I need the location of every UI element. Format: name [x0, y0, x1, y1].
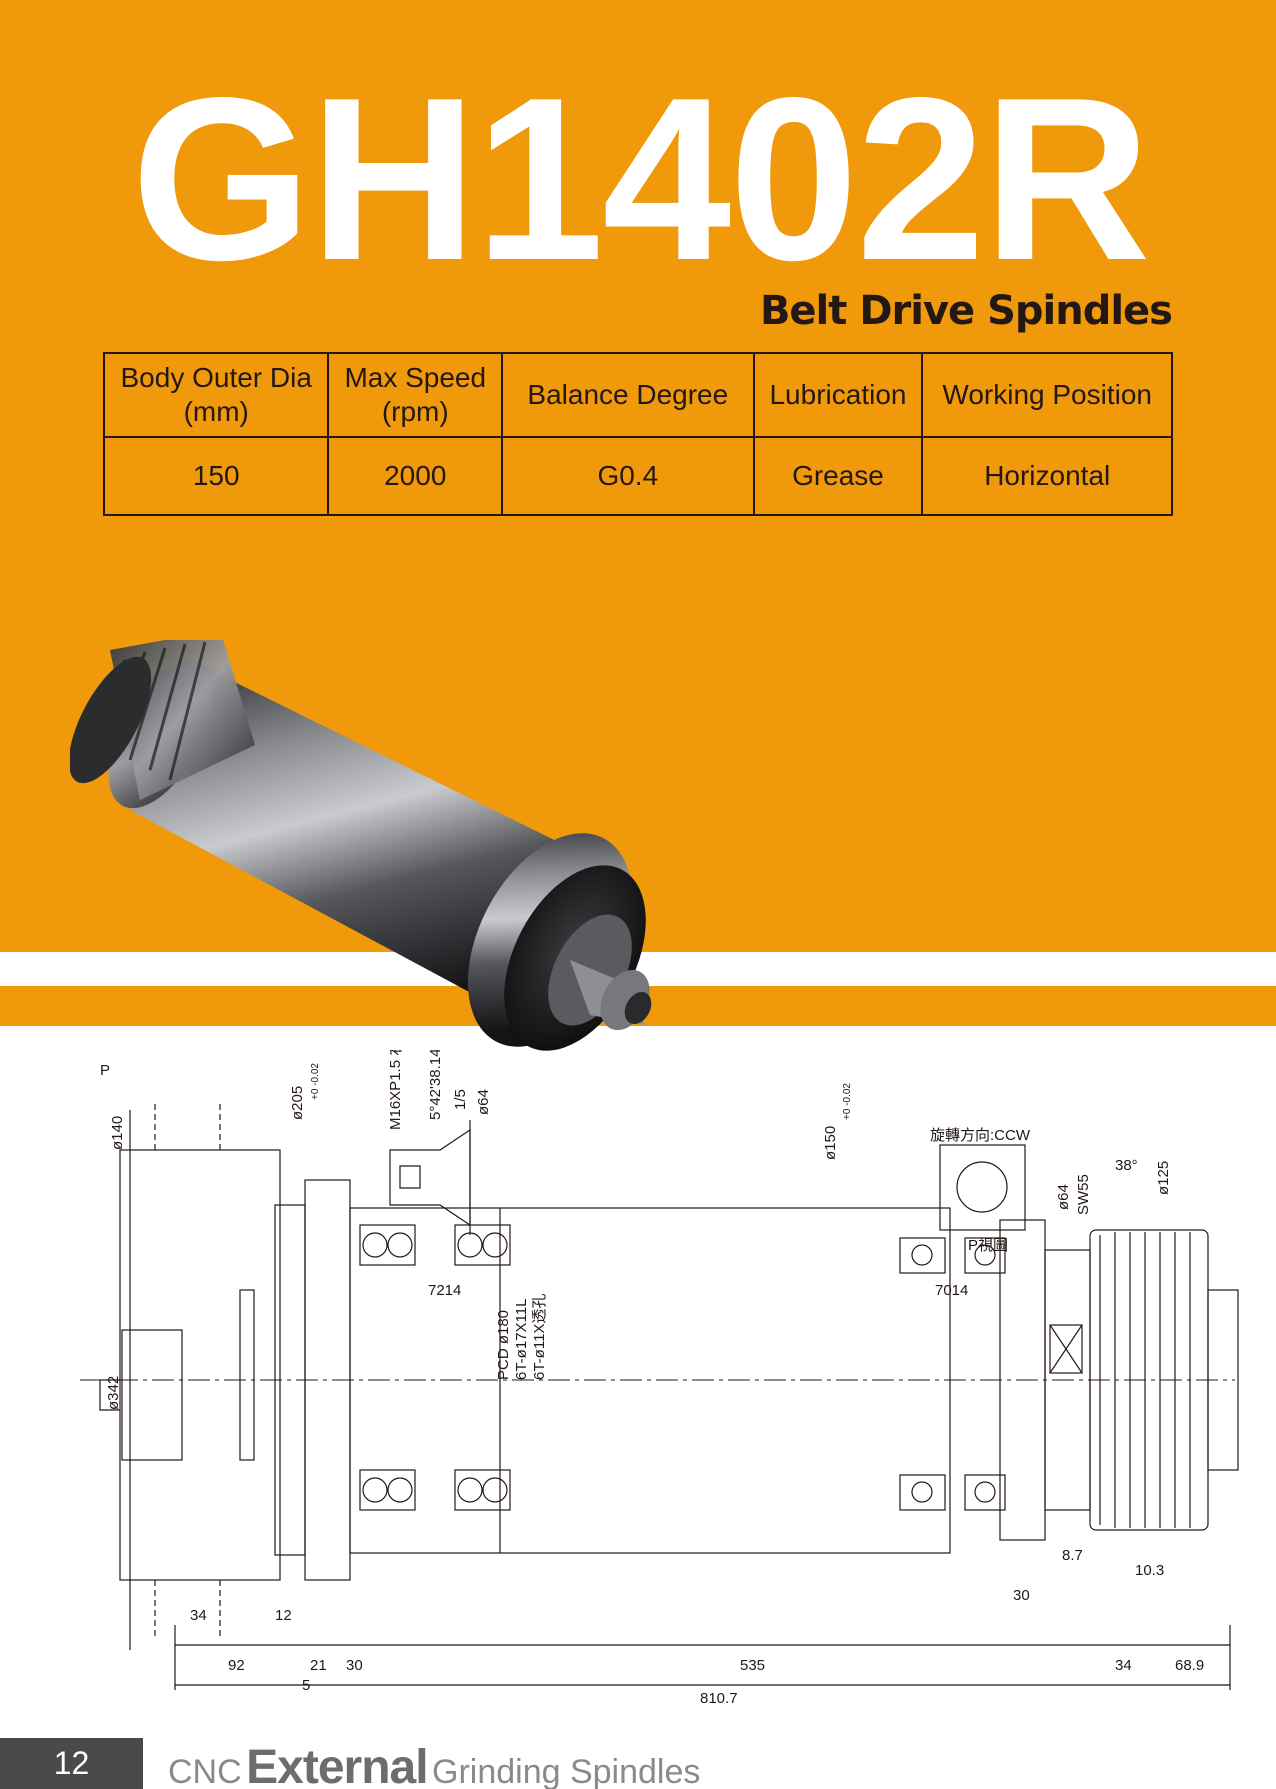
value-balance: G0.4 [501, 436, 755, 516]
d205-tol: +0 -0.02 [310, 1063, 321, 1100]
front-bearings [359, 1224, 511, 1511]
pcd-line2: 6T-ø17X11L [513, 1299, 530, 1380]
d64-label: ø64 [1055, 1184, 1072, 1210]
main-body-outline [349, 1207, 951, 1554]
model-title: GH1402R [131, 50, 1151, 309]
footer-emphasis: External [246, 1741, 428, 1789]
taper-thread-label: M16XP1.5 右 [387, 1050, 404, 1130]
dim-103: 10.3 [1135, 1562, 1164, 1579]
drive-flange-outline [119, 1149, 281, 1581]
dim-34: 34 [190, 1607, 207, 1624]
taper-ratio-label: 1/5 [452, 1089, 469, 1110]
value-lubrication: Grease [752, 436, 924, 516]
technical-drawing: M16XP1.5 右 5°42'38.14" 1/5 ø64 旋轉方向:CCW … [80, 1050, 1239, 1707]
header-position: Working Position [921, 352, 1173, 438]
spec-header-row: Body Outer Dia (mm) Max Speed (rpm) Bala… [102, 352, 1173, 438]
pcd-line1: PCD ø180 [495, 1310, 512, 1380]
dim-5: 5 [302, 1677, 310, 1694]
spec-table: Body Outer Dia (mm) Max Speed (rpm) Bala… [102, 352, 1173, 516]
spec-value-row: 150 2000 G0.4 Grease Horizontal [102, 436, 1173, 516]
footer-suffix: Grinding Spindles [432, 1753, 701, 1789]
d150-tol: +0 -0.02 [842, 1083, 853, 1120]
dim-535: 535 [740, 1657, 765, 1674]
taper-dia-label: ø64 [475, 1089, 492, 1115]
header-body-dia: Body Outer Dia (mm) [102, 352, 330, 438]
subtitle: Belt Drive Spindles [759, 288, 1173, 334]
d342-label: ø342 [105, 1376, 122, 1410]
bearing-rear-label: 7014 [935, 1282, 968, 1299]
page-footer: 12 CNC External Grinding Spindles [0, 1738, 1276, 1789]
rear-bearings [899, 1237, 1006, 1511]
value-body-dia: 150 [102, 436, 330, 516]
dim-92: 92 [228, 1657, 245, 1674]
d140-label: ø140 [109, 1116, 126, 1150]
taper-angle-label: 5°42'38.14" [427, 1050, 444, 1120]
page-number: 12 [0, 1738, 143, 1789]
p-arrow-label: P [100, 1062, 110, 1079]
p-view-box [939, 1144, 1026, 1231]
d205-label: ø205 [289, 1086, 306, 1120]
taper-detail [389, 1120, 471, 1235]
spindle-photo [70, 640, 652, 1051]
footer-title: CNC External Grinding Spindles [168, 1740, 700, 1789]
bearing-front-label: 7214 [428, 1282, 461, 1299]
d150-label: ø150 [822, 1126, 839, 1160]
sw55-label: SW55 [1075, 1174, 1092, 1215]
dim-8107: 810.7 [700, 1690, 738, 1707]
dim-30b: 30 [1013, 1587, 1030, 1604]
dim-689: 68.9 [1175, 1657, 1204, 1674]
header-lubrication: Lubrication [752, 352, 924, 438]
footer-prefix: CNC [168, 1753, 242, 1789]
header-max-speed: Max Speed (rpm) [327, 352, 504, 438]
dim-21: 21 [310, 1657, 327, 1674]
dim-12: 12 [275, 1607, 292, 1624]
spindle-taper-nose [570, 960, 652, 1031]
p-view-label: P視圖 [968, 1237, 1008, 1254]
rotation-label: 旋轉方向:CCW [930, 1127, 1031, 1144]
angle38-label: 38° [1115, 1157, 1138, 1174]
dim-87: 8.7 [1062, 1547, 1083, 1564]
dim-30a: 30 [346, 1657, 363, 1674]
dim-34b: 34 [1115, 1657, 1132, 1674]
value-max-speed: 2000 [327, 436, 504, 516]
value-position: Horizontal [921, 436, 1173, 516]
d125-label: ø125 [1155, 1161, 1172, 1195]
header-balance: Balance Degree [501, 352, 755, 438]
pcd-line3: 6T-ø11X透孔 [531, 1294, 548, 1380]
drawing-labels: M16XP1.5 右 5°42'38.14" 1/5 ø64 旋轉方向:CCW … [100, 1050, 1204, 1707]
